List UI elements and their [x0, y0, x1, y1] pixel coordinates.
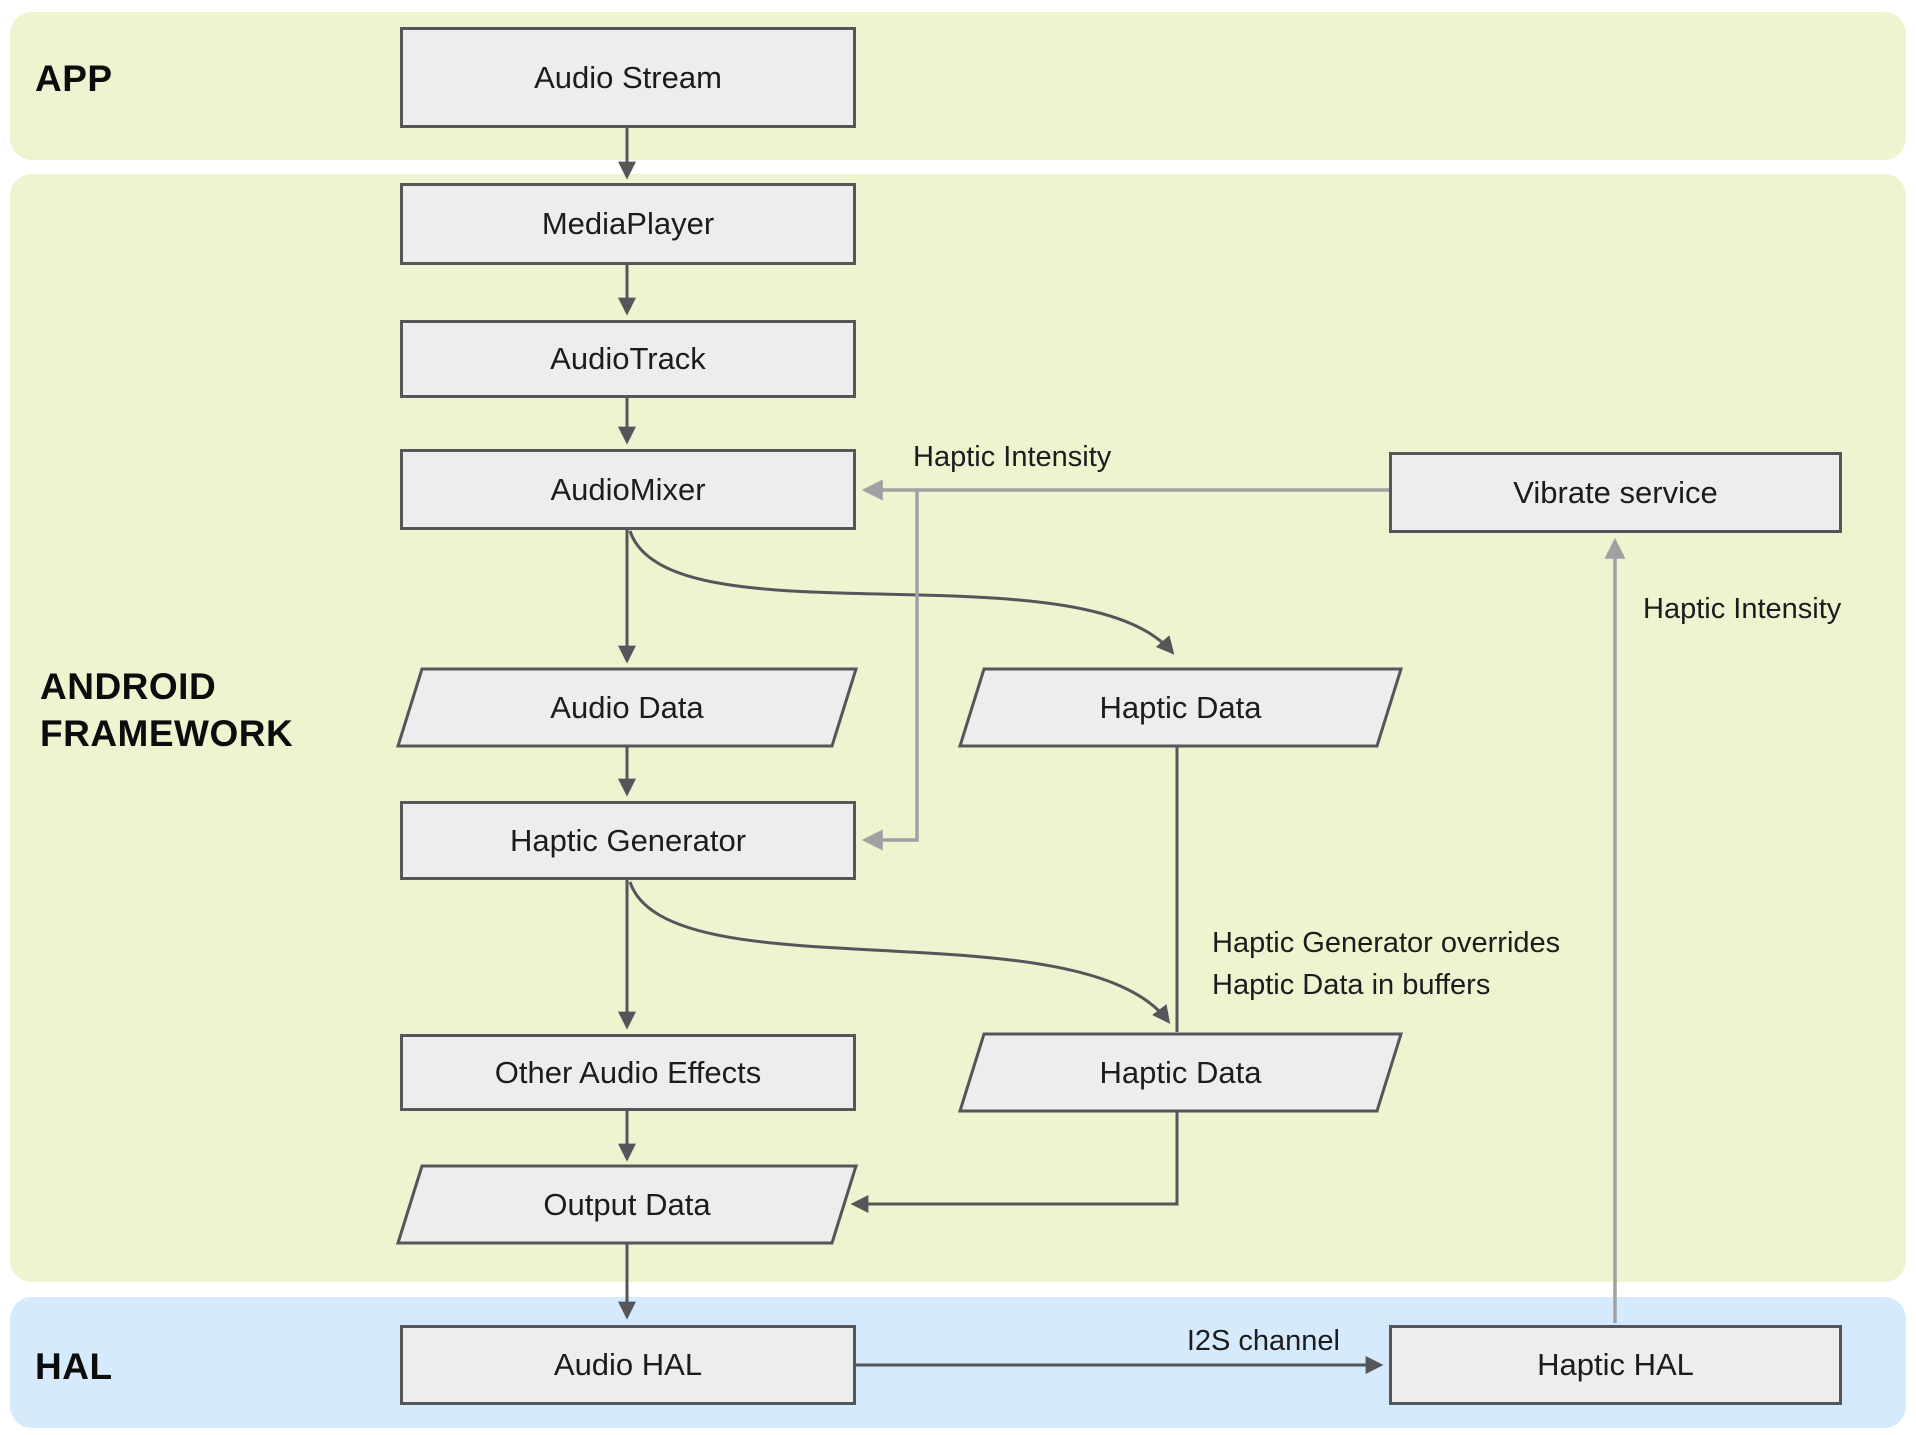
- app-band: [10, 12, 1906, 160]
- label-i2s-channel: I2S channel: [1186, 1325, 1340, 1357]
- output-data-shape: [395, 1164, 859, 1245]
- framework-band-label: ANDROID FRAMEWORK: [40, 666, 294, 754]
- label-haptic-intensity-mixer: Haptic Intensity: [913, 441, 1112, 473]
- node-vibrate-service: Vibrate service: [1389, 452, 1842, 533]
- node-haptic-generator: Haptic Generator: [400, 801, 856, 880]
- framework-band: [10, 174, 1906, 1282]
- hal-band-label: HAL: [35, 1346, 113, 1387]
- node-audio-hal: Audio HAL: [400, 1325, 856, 1405]
- label-haptic-intensity-vibrate: Haptic Intensity: [1643, 593, 1842, 625]
- node-audio-track: AudioTrack: [400, 320, 856, 398]
- node-output-data: Output Data: [543, 1186, 711, 1222]
- arrow-audiomixer-to-hapticdata-upper: [628, 530, 1175, 655]
- arrow-vibrateservice-to-hapticgenerator: [861, 490, 919, 851]
- node-other-audio-effects: Other Audio Effects: [400, 1034, 856, 1111]
- node-audio-data: Audio Data: [550, 689, 704, 725]
- node-haptic-data-upper: Haptic Data: [1099, 689, 1262, 725]
- haptic-data-upper-shape: [957, 667, 1404, 748]
- arrow-hapticdata-lower-to-outputdata: [850, 1111, 1179, 1213]
- label-override-note: Haptic Generator overrides Haptic Data i…: [1212, 927, 1561, 1002]
- audio-data-shape: [395, 667, 859, 748]
- app-band-label: APP: [35, 58, 113, 99]
- node-media-player: MediaPlayer: [400, 183, 856, 265]
- node-haptic-hal: Haptic HAL: [1389, 1325, 1842, 1405]
- node-audio-stream: Audio Stream: [400, 27, 856, 128]
- node-audio-mixer: AudioMixer: [400, 449, 856, 530]
- node-haptic-data-lower: Haptic Data: [1099, 1054, 1262, 1090]
- haptic-data-lower-shape: [957, 1032, 1404, 1113]
- arrow-hapticgenerator-to-hapticdata-lower: [628, 881, 1171, 1024]
